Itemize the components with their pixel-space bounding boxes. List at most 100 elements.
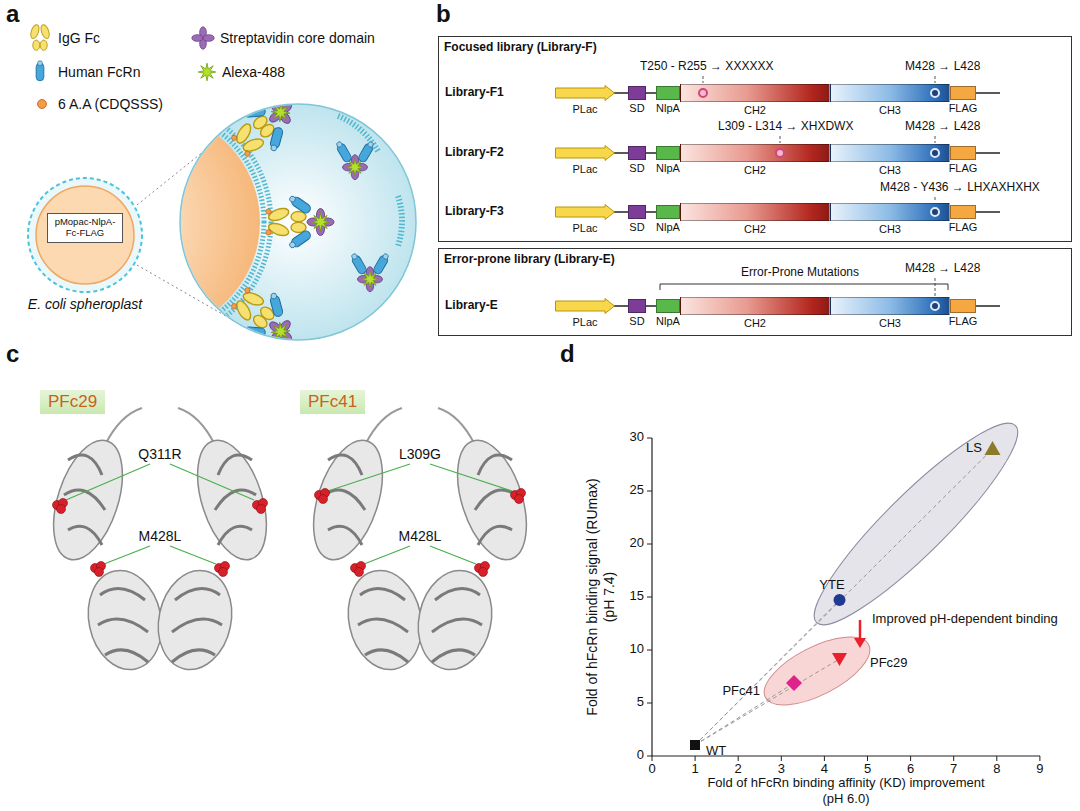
- part-label: CH3: [879, 104, 901, 117]
- part-label: CH2: [744, 164, 766, 177]
- signal-box: NlpA: [656, 86, 680, 116]
- plasmid-label: pMopac-NlpA-Fc-FLAG: [50, 217, 120, 239]
- part-label: CH2: [744, 104, 766, 117]
- panel-letter: a: [6, 0, 19, 28]
- part-label: FLAG: [949, 102, 978, 115]
- mutation-site: [930, 207, 940, 217]
- ch2-domain-shape: [680, 297, 830, 315]
- part-label: FLAG: [949, 221, 978, 234]
- tick-label: 1: [691, 762, 698, 777]
- ch2-domain: CH2: [680, 144, 830, 178]
- tag-box-shape: [950, 205, 976, 219]
- library-name: Library-F3: [445, 205, 504, 219]
- mutation-label: Q311R: [138, 446, 181, 462]
- legend-label: Alexa-488: [222, 64, 285, 80]
- sd-box-shape: [628, 86, 646, 100]
- promoter-arrow-shape: [555, 298, 615, 314]
- ch2-domain-shape: [680, 144, 830, 162]
- variant-name: PFc41: [308, 392, 357, 412]
- part-label: PLac: [572, 163, 597, 176]
- tick-label: 5: [637, 695, 644, 710]
- part-label: NlpA: [656, 315, 680, 328]
- construct-backbones: [612, 93, 1000, 306]
- part-label: SD: [629, 221, 644, 234]
- ch3-domain: CH3: [830, 297, 950, 331]
- tag-box: FLAG: [950, 299, 976, 329]
- mutation-site: [775, 148, 785, 158]
- mutation-site: [930, 148, 940, 158]
- scatter-chart: [647, 404, 1040, 761]
- ch2-domain-shape: [680, 203, 830, 221]
- ch3-domain: CH3: [830, 203, 950, 237]
- part-label: PLac: [572, 222, 597, 235]
- tick-label: 7: [950, 762, 957, 777]
- sd-box-shape: [628, 146, 646, 160]
- tick-label: 8: [993, 762, 1000, 777]
- sd-box: SD: [628, 146, 646, 176]
- part-label: SD: [629, 315, 644, 328]
- ch3-domain-shape: [830, 203, 950, 221]
- mutation-note: T250 - R255 → XXXXXX: [640, 60, 773, 74]
- promoter-arrow-shape: [555, 145, 615, 161]
- variant-tag: PFc29: [40, 390, 105, 414]
- signal-box: NlpA: [656, 205, 680, 235]
- outer-membrane: [28, 178, 142, 292]
- mutation-site: [930, 301, 940, 311]
- sd-box-shape: [628, 299, 646, 313]
- tag-box: FLAG: [950, 146, 976, 176]
- fc-structures: [40, 408, 539, 676]
- axis-title: Fold of hFcRn binding signal (RUmax): [584, 478, 600, 715]
- tick-label: 20: [630, 536, 644, 551]
- ch3-domain: CH3: [830, 144, 950, 178]
- zoom-illustration: [29, 82, 416, 362]
- arrow-shape: [555, 204, 615, 220]
- tag-box-shape: [950, 299, 976, 313]
- tick-label: 9: [1036, 762, 1043, 777]
- part-label: FLAG: [949, 315, 978, 328]
- panel-letter: b: [436, 0, 451, 28]
- library-title: Error-prone library (Library-E): [444, 252, 615, 266]
- mutation-label: M428L: [399, 528, 442, 544]
- mutation-label: L309G: [399, 446, 441, 462]
- arrow-shape: [555, 298, 615, 314]
- part-label: CH3: [879, 317, 901, 330]
- promoter-arrow: PLac: [555, 85, 615, 117]
- annotation: Improved pH-dependent binding: [872, 612, 1058, 627]
- tick-label: 0: [637, 748, 644, 763]
- axis-title: Fold of hFcRn binding affinity (KD) impr…: [707, 776, 984, 791]
- sd-box-shape: [628, 205, 646, 219]
- mutation-label: M428L: [139, 528, 182, 544]
- variant-name: PFc29: [48, 392, 97, 412]
- tick-label: 15: [630, 589, 644, 604]
- promoter-arrow: PLac: [555, 145, 615, 177]
- promoter-arrow: PLac: [555, 204, 615, 236]
- part-label: PLac: [572, 103, 597, 116]
- part-label: SD: [629, 102, 644, 115]
- part-label: NlpA: [656, 162, 680, 175]
- tick-label: 5: [864, 762, 871, 777]
- mutation-site: [698, 88, 708, 98]
- sd-box: SD: [628, 205, 646, 235]
- promoter-arrow: PLac: [555, 298, 615, 330]
- point-label: WT: [706, 744, 726, 759]
- part-label: NlpA: [656, 221, 680, 234]
- panel-letter: d: [560, 340, 575, 368]
- tick-label: 4: [821, 762, 828, 777]
- tag-box-shape: [950, 146, 976, 160]
- promoter-arrow-shape: [555, 85, 615, 101]
- ch2-domain: CH2: [680, 297, 830, 331]
- point-label: PFc29: [870, 656, 908, 671]
- mutation-note: L309 - L314 → XHXDWX: [718, 120, 853, 134]
- point-label: LS: [966, 441, 982, 456]
- part-label: CH3: [879, 164, 901, 177]
- legend-icons: [29, 24, 216, 109]
- variant-tag: PFc41: [300, 390, 365, 414]
- sd-box: SD: [628, 86, 646, 116]
- ch3-domain-shape: [830, 84, 950, 102]
- cytoplasm: [36, 186, 134, 284]
- legend-label: 6 A.A (CDQSSS): [58, 96, 163, 112]
- tick-label: 6: [907, 762, 914, 777]
- point-label: YTE: [819, 578, 844, 593]
- ch3-domain-shape: [830, 144, 950, 162]
